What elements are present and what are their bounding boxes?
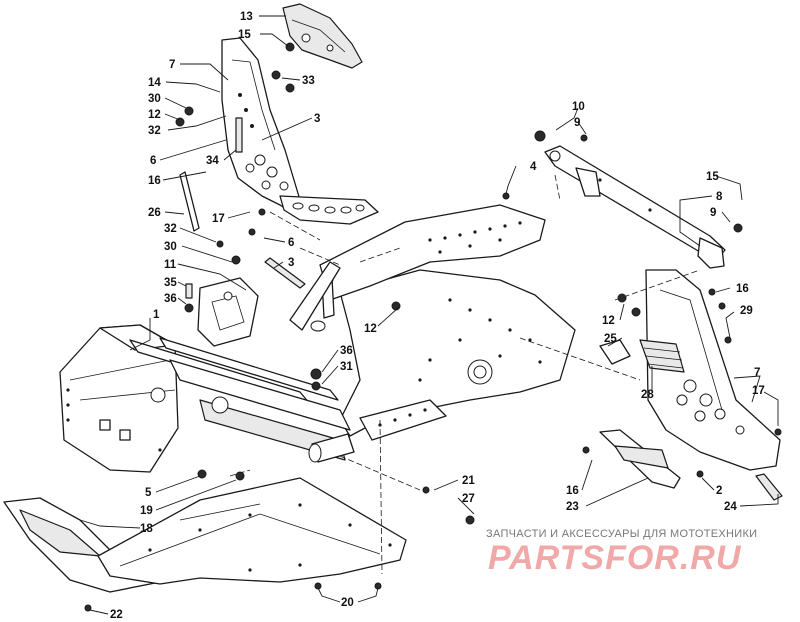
bracket-25 xyxy=(599,339,631,365)
callout-30: 30 xyxy=(148,93,161,105)
callout-34: 34 xyxy=(206,155,219,167)
callout-15: 15 xyxy=(706,171,719,183)
callout-32: 32 xyxy=(164,223,177,235)
callout-17: 17 xyxy=(212,213,225,225)
callout-16: 16 xyxy=(736,283,749,295)
callout-3: 3 xyxy=(288,257,294,269)
front-side-plate xyxy=(645,269,781,471)
callout-5: 5 xyxy=(145,487,152,499)
callout-16: 16 xyxy=(566,485,579,497)
callout-30: 30 xyxy=(164,241,177,253)
callout-25: 25 xyxy=(604,333,617,345)
callout-26: 26 xyxy=(148,207,161,219)
steering-support-post xyxy=(221,37,301,216)
watermark-logo: PARTSFOR.RU xyxy=(488,539,742,577)
rod-3 xyxy=(264,257,306,289)
strap-24 xyxy=(755,473,783,501)
callout-10: 10 xyxy=(572,101,585,113)
callout-16: 16 xyxy=(148,175,161,187)
front-crossbar xyxy=(308,433,355,463)
watermark-tagline: ЗАПЧАСТИ И АКСЕССУАРЫ ДЛЯ МОТОТЕХНИКИ xyxy=(486,528,758,540)
fasteners xyxy=(84,42,782,612)
bumper-bar xyxy=(544,145,726,269)
rod-26 xyxy=(179,171,200,232)
callout-8: 8 xyxy=(716,191,723,203)
callout-20: 20 xyxy=(341,597,354,609)
callout-6: 6 xyxy=(288,237,294,249)
callout-11: 11 xyxy=(164,259,177,271)
callout-7: 7 xyxy=(169,59,175,71)
callout-33: 33 xyxy=(302,75,315,87)
front-bulkhead xyxy=(59,324,351,473)
assembly-reference-lines xyxy=(229,174,701,575)
callout-9: 9 xyxy=(574,117,580,129)
callout-23: 23 xyxy=(566,501,579,513)
callout-labels: 13 15 7 14 33 30 12 32 3 6 34 16 26 17 3… xyxy=(110,11,765,621)
callout-3: 3 xyxy=(314,113,320,125)
engine-mount-bracket xyxy=(197,277,259,347)
callout-27: 27 xyxy=(462,493,475,505)
callout-29: 29 xyxy=(740,305,753,317)
callout-14: 14 xyxy=(148,77,161,89)
gusset-plate xyxy=(359,399,447,441)
callout-36: 36 xyxy=(164,293,177,305)
callout-28: 28 xyxy=(641,389,654,401)
hood-bracket xyxy=(282,3,363,69)
callout-4: 4 xyxy=(530,161,537,173)
callout-15: 15 xyxy=(238,29,251,41)
callout-1: 1 xyxy=(153,309,160,321)
callout-31: 31 xyxy=(340,361,353,373)
callout-21: 21 xyxy=(462,475,475,487)
callout-36: 36 xyxy=(340,345,353,357)
callout-22: 22 xyxy=(110,609,123,621)
callout-24: 24 xyxy=(724,501,737,513)
leader-lines xyxy=(79,15,779,615)
callout-12: 12 xyxy=(148,109,161,121)
ski-bracket xyxy=(599,429,681,489)
main-chassis xyxy=(289,204,576,437)
floor-pan xyxy=(97,477,407,585)
callout-12: 12 xyxy=(602,315,615,327)
callout-13: 13 xyxy=(240,11,253,23)
callout-19: 19 xyxy=(140,505,153,517)
callout-17: 17 xyxy=(752,385,765,397)
callout-6: 6 xyxy=(150,155,156,167)
callout-7: 7 xyxy=(754,367,760,379)
callout-32: 32 xyxy=(148,125,161,137)
callout-2: 2 xyxy=(716,485,722,497)
callout-18: 18 xyxy=(140,523,153,535)
mesh-screen xyxy=(639,339,685,373)
callout-9: 9 xyxy=(710,207,716,219)
callout-12: 12 xyxy=(364,323,377,335)
callout-35: 35 xyxy=(164,277,177,289)
footrest-plate xyxy=(279,195,379,225)
